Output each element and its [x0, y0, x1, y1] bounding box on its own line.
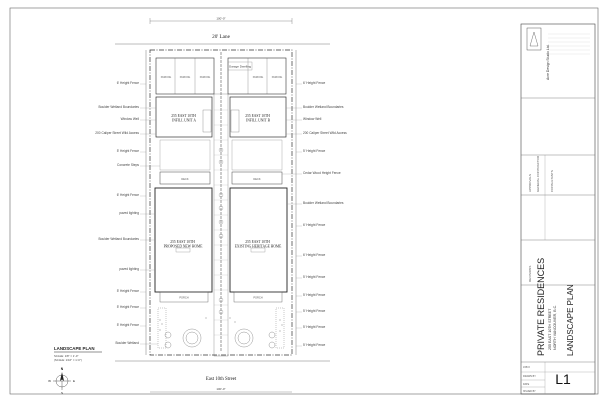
svg-text:255 EAST 10TH PROPOSED NEW: 255 EAST 10TH PROPOSED NEW HOME	[164, 240, 204, 248]
plan-title: LANDSCAPE PLAN	[54, 346, 95, 351]
svg-text:DECK: DECK	[181, 177, 188, 181]
right-note: 5' Height Fence	[303, 275, 326, 280]
unit-a-label-line: INFILL UNIT A	[172, 118, 196, 122]
left-note: Boulder Wetland Boundaries	[98, 105, 139, 110]
left-note: 5' Height Fence	[116, 323, 139, 328]
left-note: paved lighting	[119, 211, 139, 216]
porches: PORCH PORCH	[159, 291, 283, 303]
left-note: 200 Caliper Street Wild Access	[95, 131, 139, 136]
scale-line-1: SCALE: 1/8" = 1'-0"	[54, 354, 78, 358]
right-note: 6' Height Fence	[303, 81, 326, 86]
svg-text:255 EAST 10TH INFILL UNIT: 255 EAST 10TH INFILL UNIT A	[171, 114, 196, 122]
south-label: S	[61, 391, 63, 395]
garage-row: Garage Dwelling PARKING PARKING PARKING …	[155, 57, 287, 95]
unit-b-label-line: INFILL UNIT B	[246, 118, 271, 122]
right-note: Boulder Wetland Boundaries	[303, 105, 344, 110]
svg-text:PARKING: PARKING	[200, 76, 211, 79]
title-block	[520, 23, 596, 395]
left-note: 5' Height Fence	[116, 289, 139, 294]
north-label: N	[61, 367, 64, 371]
left-note: paved lighting	[119, 267, 139, 272]
right-note: Boulder Wetland Boundaries	[303, 201, 344, 206]
project-title: PRIVATE RESIDENCES	[536, 257, 546, 356]
sheet-number: L1	[555, 371, 571, 387]
left-note: 6' Height Fence	[116, 193, 139, 198]
general-contractor-label: GENERAL CONTRACTOR	[536, 155, 540, 192]
front-yard-planting	[157, 307, 285, 349]
infill-unit-a: 255 EAST 10TH INFILL UNIT A	[155, 96, 213, 138]
new-home-label-line: PROPOSED NEW HOME	[164, 244, 204, 248]
scale-line-2: (SCALE: 1/16" = 1'-0")	[54, 358, 82, 362]
job-label: JOB #	[523, 366, 530, 369]
street-label: East 10th Street	[206, 377, 237, 382]
left-note: 5' Height Fence	[116, 149, 139, 154]
project-city: NORTH VANCOUVER, B.C.	[553, 304, 557, 350]
date-label: DATE	[523, 383, 530, 386]
svg-text:PORCH: PORCH	[253, 296, 262, 300]
right-note: 5' Height Fence	[303, 343, 326, 348]
drawn-label: DRAWN BY	[523, 375, 536, 378]
heritage-home-label: 255 EAST 10TH	[245, 240, 270, 244]
right-note: 5' Height Fence	[303, 325, 326, 330]
right-note: 5' Height Fence	[303, 149, 326, 154]
issue-label: ISSUED BY	[523, 390, 536, 393]
svg-text:PORCH: PORCH	[179, 296, 188, 300]
right-note: 6' Height Fence	[303, 223, 326, 228]
west-label: W	[48, 379, 51, 383]
existing-heritage-home: 255 EAST 10TH EXISTING HERITAGE HOME	[229, 187, 288, 293]
right-note: Cedar Wood Height Fence	[303, 171, 341, 176]
svg-text:PARKING: PARKING	[272, 76, 283, 79]
svg-text:DECK: DECK	[253, 177, 260, 181]
east-label: E	[73, 379, 75, 383]
left-note: Boulder Wetland	[115, 341, 139, 346]
unit-a-label: 255 EAST 10TH	[171, 114, 196, 118]
left-note: 5' Height Fence	[116, 305, 139, 310]
overall-dim-bottom: 100'-0"	[216, 387, 225, 391]
revisions-label: REVISIONS	[528, 265, 532, 282]
new-home-label: 255 EAST 10TH	[170, 240, 195, 244]
left-note: Boulder Wetland Boundaries	[98, 237, 139, 242]
north-arrow-icon	[53, 372, 71, 390]
proposed-new-home: 255 EAST 10TH PROPOSED NEW HOME	[154, 187, 213, 293]
overall-dim-top: 100'-0"	[216, 17, 225, 21]
right-note: 200 Caliper Street Wild Access	[303, 131, 347, 136]
unit-b-label: 255 EAST 10TH	[245, 114, 270, 118]
project-address: 255 EAST 10TH STREET	[548, 308, 552, 350]
right-note: Window Well	[303, 117, 322, 122]
mid-decks: DECK DECK	[159, 139, 283, 185]
right-note: 5' Height Fence	[303, 293, 326, 298]
lane-label: 20' Lane	[212, 34, 230, 40]
left-note: 6' Height Fence	[116, 81, 139, 86]
sheet-title: LANDSCAPE PLAN	[566, 284, 575, 356]
left-note: Concrete Steps	[117, 163, 139, 168]
infill-unit-b: 255 EAST 10TH INFILL UNIT B	[229, 96, 287, 138]
svg-text:PARKING: PARKING	[253, 76, 264, 79]
right-note: 6' Height Fence	[303, 253, 326, 258]
svg-text:PARKING: PARKING	[161, 76, 172, 79]
firm-name: Acre Design Studio Ltd.	[546, 44, 550, 80]
garage-label: Garage Dwelling	[229, 65, 252, 69]
approvals-label: APPROVALS	[528, 174, 532, 192]
heritage-home-label-line: EXISTING HERITAGE HOME	[235, 244, 282, 248]
right-note: 5' Height Fence	[303, 309, 326, 314]
consultants-label: CONSULTANTS	[550, 170, 554, 192]
svg-text:PARKING: PARKING	[180, 76, 191, 79]
svg-text:255 EAST 10TH INFILL UNIT: 255 EAST 10TH INFILL UNIT B	[245, 114, 270, 122]
svg-text:255 EAST 10TH EXISTING HER: 255 EAST 10TH EXISTING HERITAGE HOME	[235, 240, 282, 248]
left-note: Window Well	[120, 117, 139, 122]
